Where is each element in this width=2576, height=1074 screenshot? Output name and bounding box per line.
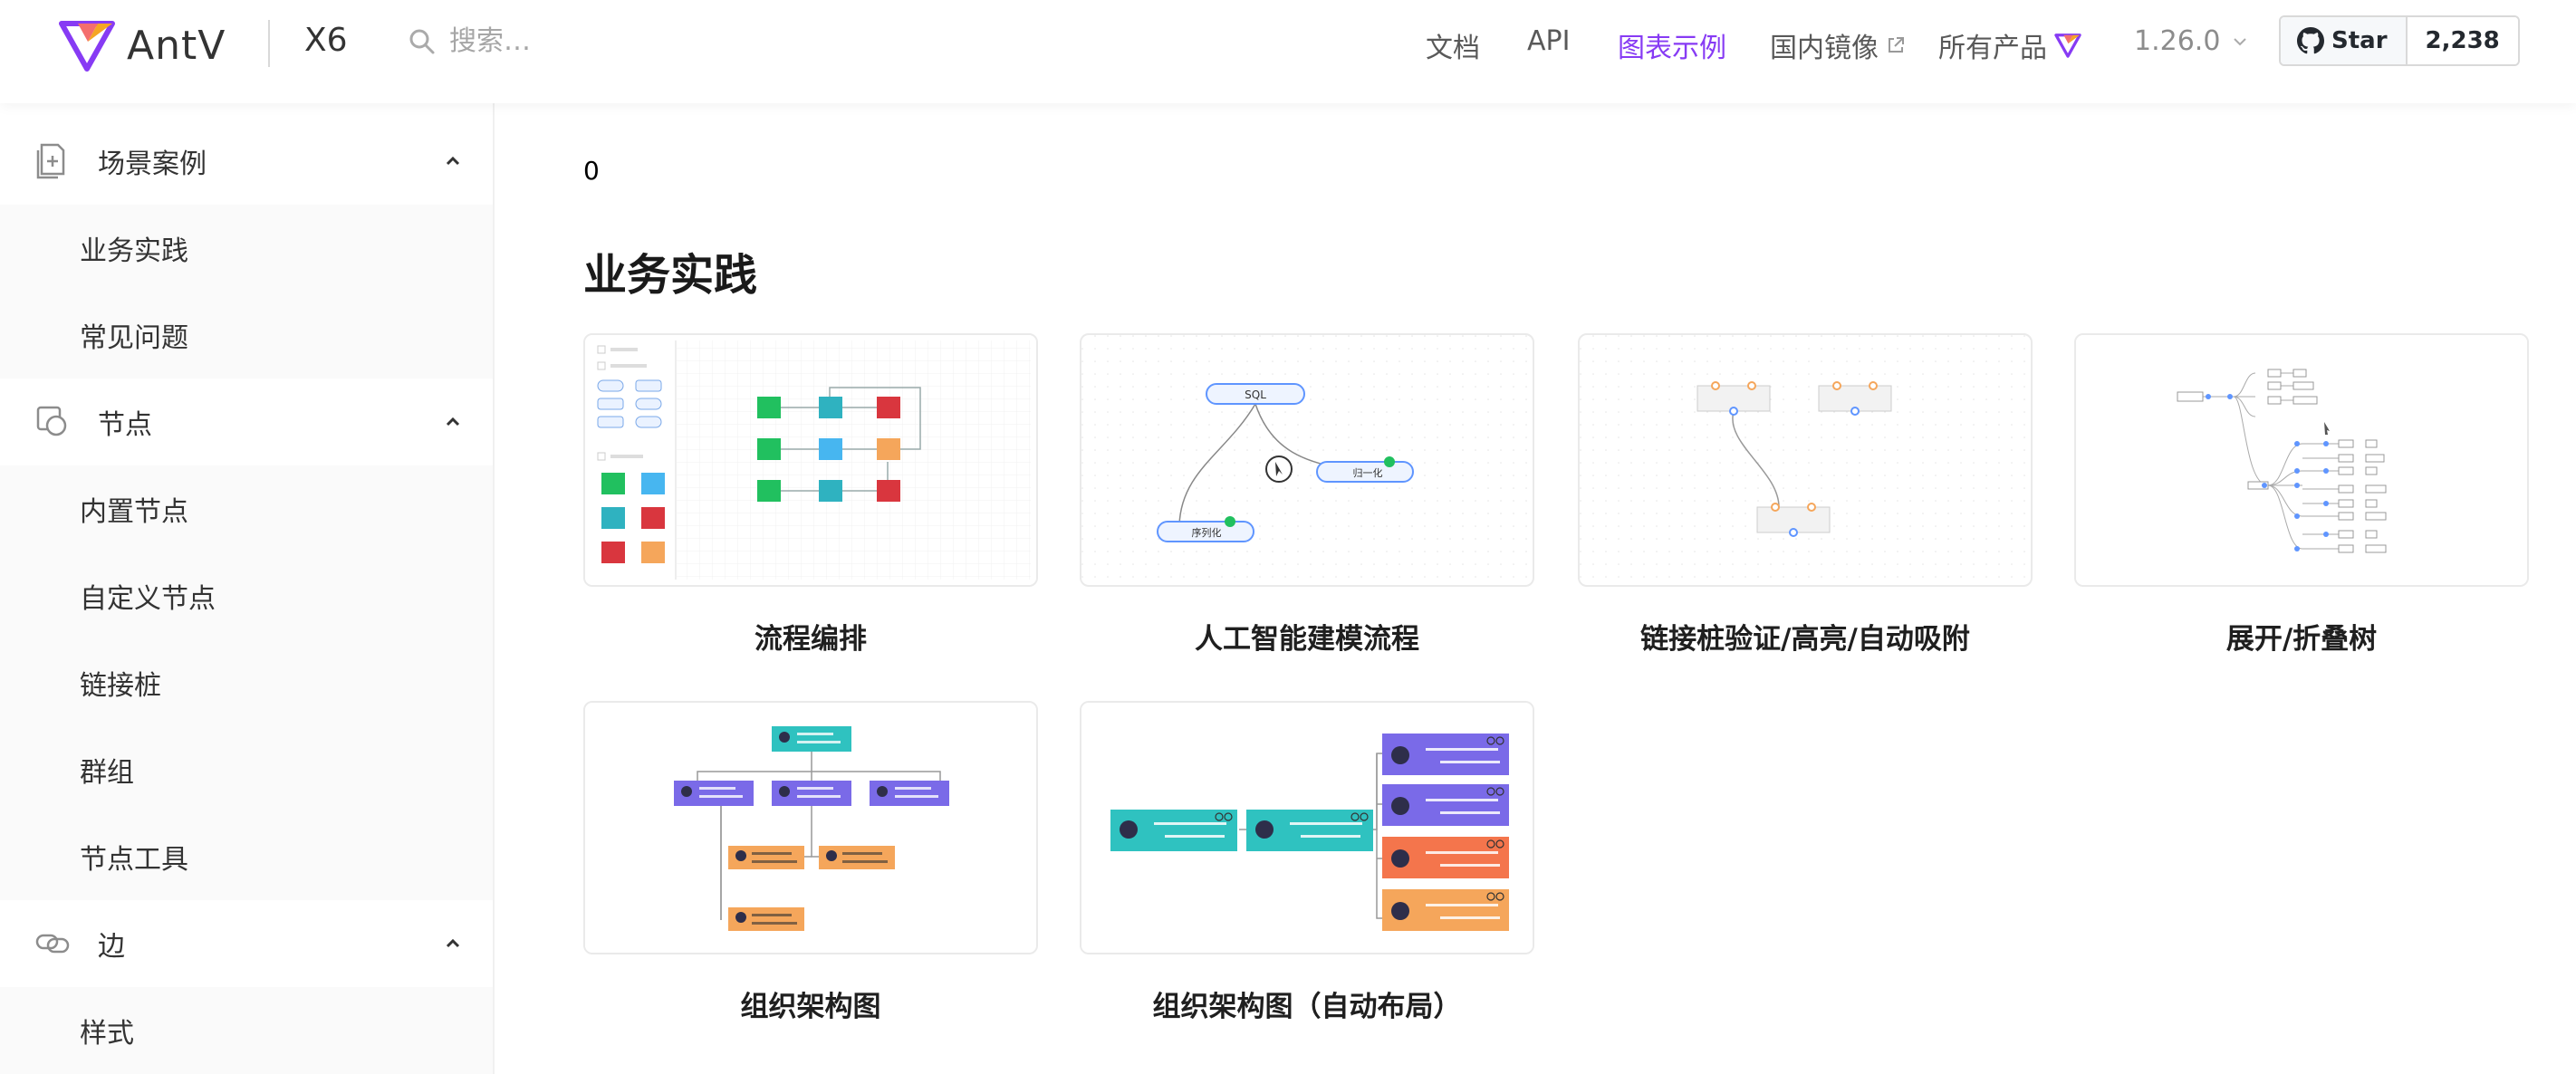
- sidebar-item-edge-style[interactable]: 样式: [0, 987, 493, 1074]
- node-icon: [36, 406, 67, 436]
- sidebar-group-label: 节点: [98, 409, 152, 441]
- main-content: 0 业务实践: [495, 103, 2576, 1074]
- sidebar-group-label: 边: [98, 931, 125, 963]
- github-star-button[interactable]: Star: [2281, 17, 2408, 64]
- sidebar-item-business-practice[interactable]: 业务实践: [0, 205, 493, 292]
- chevron-down-icon: [2234, 37, 2247, 45]
- nav-mirror-label: 国内镜像: [1770, 33, 1879, 64]
- ai-flow-node-serialize: 序列化: [1192, 526, 1222, 539]
- org-chart-auto-preview: [1081, 703, 1533, 953]
- counter-value: 0: [583, 156, 600, 186]
- card-thumbnail: SQL 归一化 序列化: [1080, 333, 1534, 587]
- antv-logo[interactable]: AntV: [58, 18, 226, 72]
- example-card-flow[interactable]: 流程编排: [583, 333, 1038, 656]
- chevron-up-icon: [446, 156, 460, 166]
- section-title: 业务实践: [583, 250, 758, 301]
- sidebar-group-nodes[interactable]: 节点: [0, 379, 493, 465]
- card-thumbnail: [583, 333, 1038, 587]
- chevron-up-icon: [446, 938, 460, 948]
- card-thumbnail: [583, 701, 1038, 954]
- github-icon: [2297, 27, 2324, 54]
- card-thumbnail: [1578, 333, 2033, 587]
- example-card-org-chart-auto[interactable]: 组织架构图（自动布局）: [1080, 701, 1534, 1023]
- sidebar-item-node-tools[interactable]: 节点工具: [0, 813, 493, 900]
- sidebar-item-custom-nodes[interactable]: 自定义节点: [0, 552, 493, 639]
- sidebar-group-label: 场景案例: [98, 149, 207, 180]
- example-card-collapsible-tree[interactable]: 展开/折叠树: [2074, 333, 2529, 656]
- nav-examples[interactable]: 图表示例: [1618, 25, 1726, 65]
- version-select[interactable]: 1.26.0: [2134, 25, 2249, 57]
- sidebar-item-faq[interactable]: 常见问题: [0, 292, 493, 379]
- card-title: 流程编排: [755, 623, 867, 656]
- sidebar-group-edges[interactable]: 边: [0, 900, 493, 987]
- search-icon: [409, 29, 435, 53]
- org-chart-preview: [585, 703, 1036, 953]
- nav-api-label: API: [1527, 25, 1571, 57]
- card-thumbnail: [1080, 701, 1534, 954]
- nav-docs-label: 文档: [1426, 33, 1480, 64]
- top-header: AntV X6 文档 API 图表示例 国内镜像 所有产品 1.26.0: [0, 0, 2576, 103]
- card-title: 展开/折叠树: [2225, 623, 2378, 656]
- link-icon: [35, 934, 70, 954]
- chevron-up-icon: [446, 417, 460, 427]
- nav-docs[interactable]: 文档: [1426, 25, 1480, 65]
- card-title: 链接桩验证/高亮/自动吸附: [1640, 623, 1970, 656]
- tree-preview: [2076, 335, 2527, 585]
- external-link-icon: [1889, 37, 1904, 53]
- sidebar-group-scenarios[interactable]: 场景案例: [0, 118, 493, 205]
- card-title: 组织架构图: [740, 991, 881, 1023]
- example-card-ai-flow[interactable]: SQL 归一化 序列化 人工智能建模流程: [1080, 333, 1534, 656]
- logo-text: AntV: [127, 22, 226, 69]
- example-card-org-chart[interactable]: 组织架构图: [583, 701, 1038, 1023]
- search-box[interactable]: [408, 25, 685, 57]
- ai-flow-node-normalize: 归一化: [1353, 466, 1383, 479]
- version-label: 1.26.0: [2134, 25, 2221, 57]
- card-title: 组织架构图（自动布局）: [1152, 991, 1462, 1023]
- flow-editor-preview: [585, 335, 1036, 585]
- card-thumbnail: [2074, 333, 2529, 587]
- nav-products[interactable]: 所有产品: [1938, 25, 2081, 65]
- github-star-widget[interactable]: Star 2,238: [2279, 15, 2520, 66]
- example-card-port-validate[interactable]: 链接桩验证/高亮/自动吸附: [1578, 333, 2033, 656]
- antv-mini-logo-icon: [2054, 34, 2081, 58]
- nav-api[interactable]: API: [1527, 25, 1570, 57]
- github-star-count[interactable]: 2,238: [2407, 17, 2518, 64]
- nav-examples-label: 图表示例: [1618, 33, 1726, 64]
- nav-mirror[interactable]: 国内镜像: [1770, 25, 1906, 65]
- product-name[interactable]: X6: [304, 22, 348, 59]
- nav-products-label: 所有产品: [1938, 33, 2047, 64]
- sidebar-item-builtin-nodes[interactable]: 内置节点: [0, 465, 493, 552]
- document-plus-icon: [36, 143, 65, 179]
- antv-logo-icon: [59, 21, 115, 72]
- sidebar: 场景案例 业务实践 常见问题 节点 内置节点 自定义节点 链接桩 群组 节点工具…: [0, 103, 495, 1074]
- logo-divider: [268, 20, 270, 67]
- sidebar-item-groups[interactable]: 群组: [0, 726, 493, 813]
- port-validate-preview: [1580, 335, 2031, 585]
- search-input[interactable]: [449, 25, 685, 57]
- card-title: 人工智能建模流程: [1195, 623, 1419, 656]
- ai-flow-node-sql: SQL: [1245, 388, 1266, 401]
- github-star-label: Star: [2331, 27, 2388, 54]
- ai-flow-preview: SQL 归一化 序列化: [1081, 335, 1533, 585]
- sidebar-item-ports[interactable]: 链接桩: [0, 639, 493, 726]
